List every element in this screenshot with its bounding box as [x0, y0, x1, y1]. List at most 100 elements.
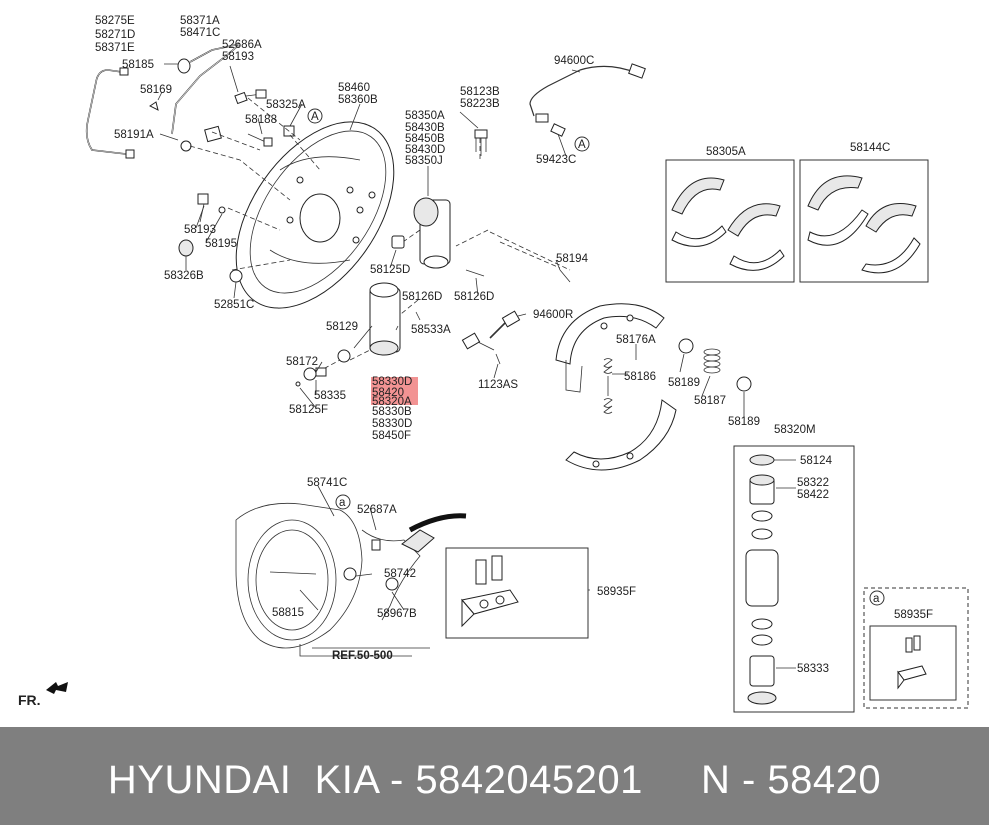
brake-shoe-lower: [565, 399, 677, 471]
label-58471c: 58471C: [180, 27, 220, 39]
brake-shoe-upper: [555, 303, 665, 393]
label-58967b: 58967B: [377, 608, 417, 620]
label-58193-top: 58193: [222, 51, 254, 63]
nut-52851c: [229, 269, 243, 283]
label-58189-b: 58189: [728, 416, 760, 428]
label-58320a: 58320A: [372, 396, 412, 408]
label-58144c: 58144C: [850, 142, 890, 154]
backing-plate: [235, 121, 395, 309]
label-58186: 58186: [624, 371, 656, 383]
parts-diagram: A A a a 58275E 58271D 58371E 58371A 5847…: [18, 15, 969, 713]
ref-circle-a2: [574, 136, 590, 152]
ref-circle-a-lower1: [335, 494, 351, 510]
label-58125d: 58125D: [370, 264, 410, 276]
label-58335: 58335: [314, 390, 346, 402]
bracket-58935f: [461, 555, 519, 628]
label-58193-mid: 58193: [184, 224, 216, 236]
bolt-58188: [247, 133, 273, 147]
box-a-detail: [863, 587, 969, 709]
label-58125f: 58125F: [289, 404, 328, 416]
footer-bar: HYUNDAI KIA - 5842045201 N - 58420: [0, 727, 989, 825]
label-58360b: 58360B: [338, 94, 378, 106]
bolt-58194: [559, 269, 571, 283]
brake-pipe: [85, 43, 241, 159]
washer-58189-b: [736, 376, 752, 392]
spring-58186: [603, 358, 613, 414]
bolt-58123b: [474, 129, 488, 156]
sensor-cable-94600c: [529, 63, 646, 137]
label-52687a: 52687A: [357, 504, 397, 516]
label-58350j: 58350J: [405, 155, 443, 167]
label-58430d: 58430D: [405, 144, 445, 156]
label-52686a: 52686A: [222, 39, 262, 51]
label-58223b: 58223B: [460, 98, 500, 110]
label-fr: FR.: [18, 692, 41, 708]
label-58176a: 58176A: [616, 334, 656, 346]
label-58126d-b: 58126D: [454, 291, 494, 303]
label-94600c: 94600C: [554, 55, 594, 67]
label-58188: 58188: [245, 114, 277, 126]
label-58325a: 58325A: [266, 99, 306, 111]
label-58126d-a: 58126D: [402, 291, 442, 303]
label-58187: 58187: [694, 395, 726, 407]
label-58195: 58195: [205, 238, 237, 250]
label-94600r: 94600R: [533, 309, 573, 321]
label-58420: 58420: [372, 387, 404, 399]
drum-assembly: [235, 503, 467, 657]
box-58305a: [665, 159, 795, 283]
label-58935f-small: 58935F: [894, 609, 933, 621]
label-58422: 58422: [797, 489, 829, 501]
label-58371a: 58371A: [180, 15, 220, 27]
label-58371e: 58371E: [95, 42, 135, 54]
label-52851c: 52851C: [214, 299, 254, 311]
label-58124: 58124: [800, 455, 833, 467]
shoe-set-58144c: [807, 175, 921, 274]
label-58320m: 58320M: [774, 424, 816, 436]
ref-a-lower-2: a: [873, 593, 880, 605]
shoe-set-58305a: [671, 177, 785, 271]
label-58815: 58815: [272, 607, 304, 619]
label-1123as: 1123AS: [478, 379, 518, 391]
label-58741c: 58741C: [307, 477, 347, 489]
label-58123b: 58123B: [460, 86, 500, 98]
bolt-52686a: [234, 89, 267, 105]
label-58191a: 58191A: [114, 129, 154, 141]
label-58271d: 58271D: [95, 29, 135, 41]
box-58320m: [733, 445, 855, 713]
sensor-94600r: [461, 310, 521, 365]
box-58935f-inner: [869, 625, 957, 701]
label-59423c: 59423C: [536, 154, 576, 166]
ref-a-upper-1: A: [311, 111, 319, 123]
label-58330b: 58330B: [372, 406, 412, 418]
label-58322: 58322: [797, 477, 829, 489]
leader-dashes: [189, 97, 571, 377]
footer-part-number: HYUNDAI KIA - 5842045201 N - 58420: [107, 758, 882, 802]
label-58172: 58172: [286, 356, 318, 368]
clip-58169: [149, 101, 159, 111]
fr-arrow-icon: [46, 682, 68, 694]
ref-a-upper-2: A: [578, 139, 586, 151]
bolt-58126d: [465, 269, 485, 277]
label-58450b: 58450B: [405, 133, 445, 145]
label-58430b: 58430B: [405, 122, 445, 134]
ref-a-lower-1: a: [339, 497, 346, 509]
label-ref-50-500: REF.50-500: [332, 650, 393, 662]
box-58144c: [799, 159, 929, 283]
kit-58320m: [745, 454, 779, 705]
washer-58189-a: [678, 338, 694, 354]
highlight-58420: [371, 377, 418, 405]
label-58533a: 58533A: [411, 324, 451, 336]
label-58305a: 58305A: [706, 146, 746, 158]
label-58330d-a: 58330D: [372, 376, 412, 388]
bolt-58193-b: [197, 193, 226, 223]
label-58450f: 58450F: [372, 430, 411, 442]
label-58935f-main: 58935F: [597, 586, 636, 598]
label-58742: 58742: [384, 568, 416, 580]
label-58330d-b: 58330D: [372, 418, 412, 430]
label-58460: 58460: [338, 82, 370, 94]
label-58169: 58169: [140, 84, 172, 96]
label-58333: 58333: [797, 663, 829, 675]
label-58275e: 58275E: [95, 15, 135, 27]
box-58935f: [445, 547, 589, 639]
label-58185: 58185: [122, 59, 154, 71]
